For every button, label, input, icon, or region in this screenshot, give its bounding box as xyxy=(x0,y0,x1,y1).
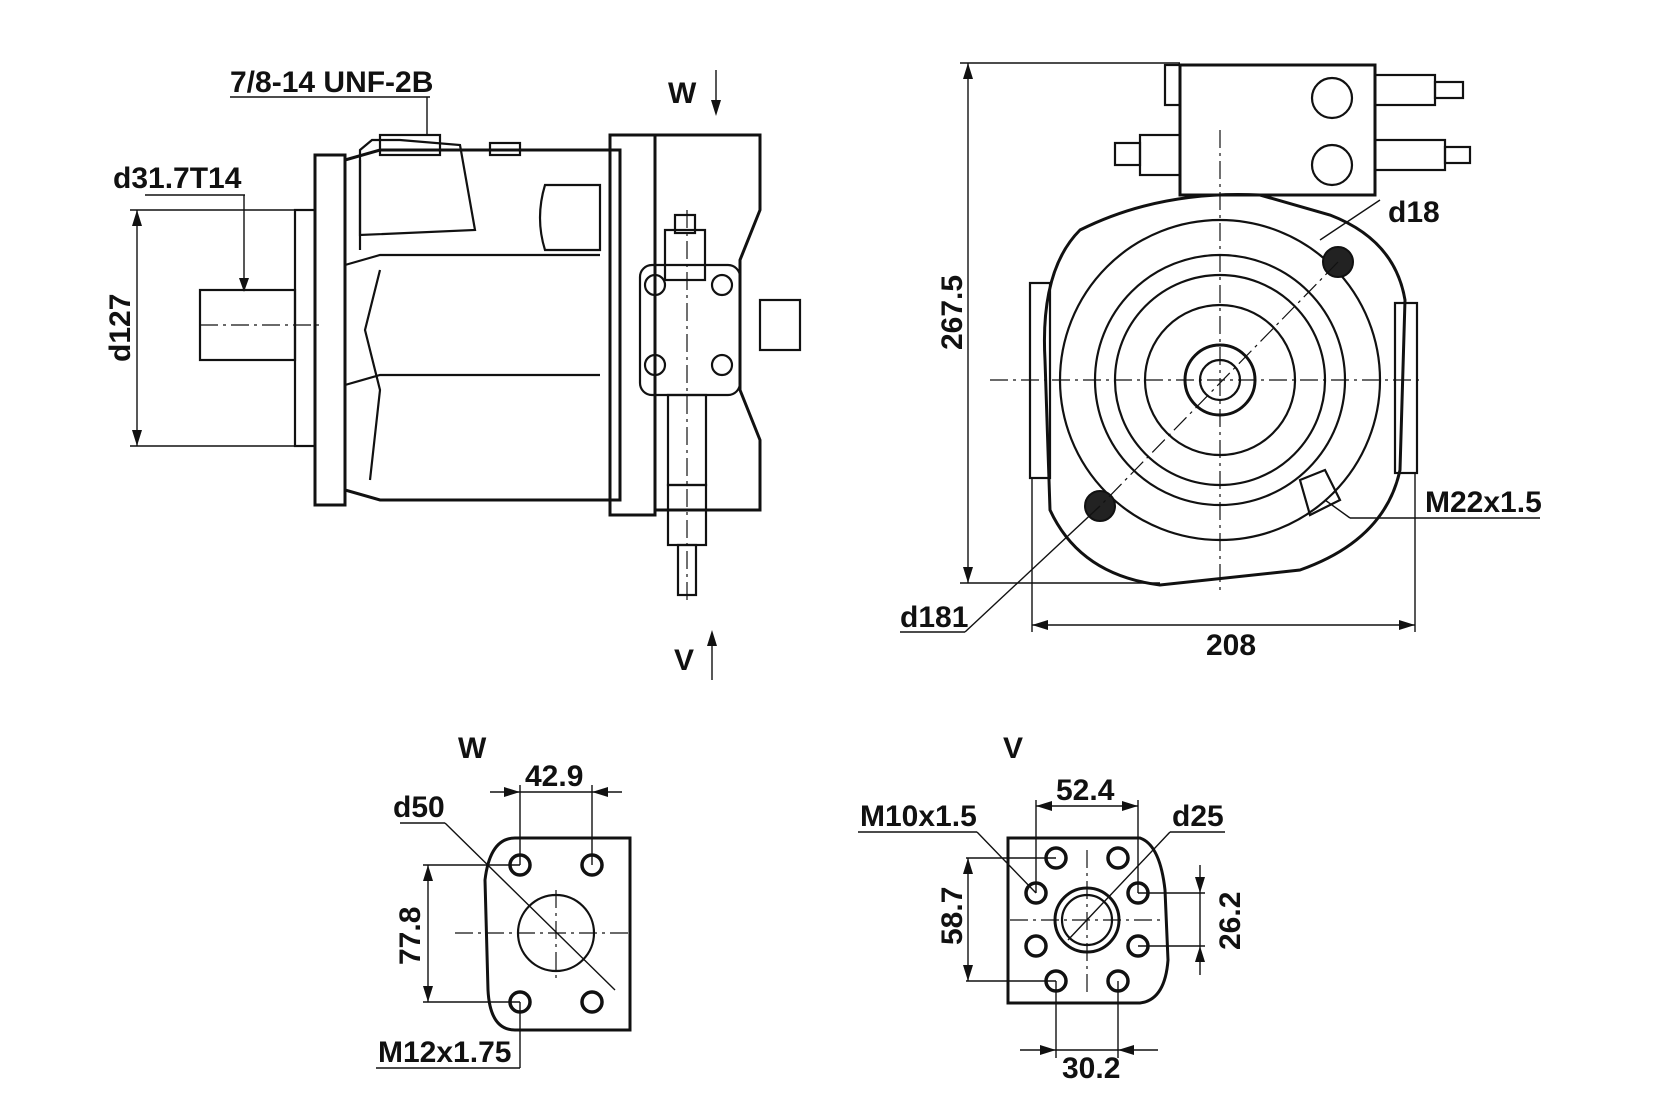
arrowhead xyxy=(423,865,433,881)
thread-label: M12x1.75 xyxy=(378,1036,511,1069)
flange-diameter-label: d127 xyxy=(104,294,137,362)
bolt-hole xyxy=(1106,846,1130,870)
pump-housing xyxy=(343,148,622,502)
hole-spacing-horizontal-label: 42.9 xyxy=(525,760,583,793)
arrowhead xyxy=(1036,801,1052,811)
view-w-detail: W 42.9 d50 77.8 M12x1.75 xyxy=(376,732,632,1069)
valve-bolt xyxy=(710,273,734,297)
housing-side-boss xyxy=(1393,301,1419,475)
bolt-circle-diagonal xyxy=(1099,261,1339,507)
flange-plate xyxy=(1006,836,1170,1005)
leader-line xyxy=(964,505,1101,633)
valve-fitting-nut xyxy=(1113,141,1142,167)
top-port-boss xyxy=(378,133,442,157)
arrowhead xyxy=(1195,877,1205,893)
view-v-detail: V 52.4 M10x1.5 d25 58.7 xyxy=(858,732,1247,1085)
leader-line xyxy=(976,831,1037,894)
hole-dimension-line xyxy=(1319,199,1381,241)
bolt-hole xyxy=(580,990,604,1014)
bolt-circle-label: d181 xyxy=(900,601,968,634)
side-view: 7/8-14 UNF-2B d31.7T14 d127 W V xyxy=(104,66,802,680)
leader-line xyxy=(1067,831,1171,941)
width-label: 208 xyxy=(1206,629,1256,662)
height-label: 267.5 xyxy=(936,275,969,350)
port-diameter-label: d25 xyxy=(1172,800,1224,833)
valve-adjuster xyxy=(1373,138,1447,172)
view-w-marker: W xyxy=(668,77,697,110)
shaft-spline-label: d31.7T14 xyxy=(113,162,242,195)
arrowhead xyxy=(963,858,973,874)
arrowhead xyxy=(1195,946,1205,962)
arrowhead xyxy=(132,430,142,446)
inner-spacing-horizontal-label: 30.2 xyxy=(1062,1052,1120,1085)
bolt-hole xyxy=(1024,934,1048,958)
view-v-arrowhead xyxy=(707,630,717,646)
valve-port xyxy=(1310,143,1354,187)
thread-port-label: 7/8-14 UNF-2B xyxy=(230,66,433,99)
valve-bolt xyxy=(643,273,667,297)
hole-spacing-vertical-label: 77.8 xyxy=(394,907,427,965)
port-diameter-label: d50 xyxy=(393,791,445,824)
pump-housing-outline xyxy=(1042,192,1407,587)
top-port-block xyxy=(358,138,477,237)
arrowhead xyxy=(504,787,520,797)
arrowhead xyxy=(963,63,973,79)
valve-bolt xyxy=(643,353,667,377)
view-v-marker: V xyxy=(674,644,694,677)
view-w-arrowhead xyxy=(711,100,721,116)
arrowhead xyxy=(132,210,142,226)
arrowhead xyxy=(1032,620,1048,630)
view-w-title: W xyxy=(458,732,487,765)
gauge-port-label: M22x1.5 xyxy=(1425,486,1542,519)
top-plug xyxy=(488,141,522,157)
inner-spacing-vertical-label: 26.2 xyxy=(1214,892,1247,950)
front-view: 267.5 208 d18 d181 M22x1.5 xyxy=(900,62,1542,662)
valve-side-plug xyxy=(758,298,802,352)
side-boss xyxy=(538,183,602,252)
valve-nut xyxy=(1443,145,1472,165)
valve-block-ear xyxy=(1163,63,1182,107)
leader-line xyxy=(1324,499,1351,519)
valve-port xyxy=(1310,76,1354,120)
view-v-title: V xyxy=(1003,732,1023,765)
outer-spacing-vertical-label: 58.7 xyxy=(936,887,969,945)
mounting-flange-pilot xyxy=(293,208,317,448)
arrowhead xyxy=(963,567,973,583)
valve-nut-top xyxy=(673,213,697,235)
arrowhead xyxy=(1122,801,1138,811)
arrowhead xyxy=(1399,620,1415,630)
flange-plate xyxy=(483,836,632,1032)
valve-adjuster-top xyxy=(663,228,707,282)
valve-bolt xyxy=(710,353,734,377)
arrowhead xyxy=(423,986,433,1002)
arrowhead xyxy=(1040,1045,1056,1055)
arrowhead xyxy=(1118,1045,1134,1055)
arrowhead xyxy=(239,278,249,292)
arrowhead xyxy=(592,787,608,797)
valve-adjuster xyxy=(1373,73,1437,107)
outer-spacing-horizontal-label: 52.4 xyxy=(1056,774,1115,807)
leader-line xyxy=(444,822,616,991)
arrowhead xyxy=(963,965,973,981)
valve-block xyxy=(1178,63,1377,197)
valve-fitting xyxy=(1138,133,1182,177)
thread-label: M10x1.5 xyxy=(860,800,977,833)
port-plate xyxy=(608,133,657,517)
hole-diameter-label: d18 xyxy=(1388,196,1440,229)
end-cover xyxy=(655,133,762,512)
mounting-flange xyxy=(313,153,347,507)
housing-contour-lines xyxy=(344,253,600,387)
gauge-port-boss xyxy=(1298,468,1342,517)
housing-edge xyxy=(358,160,382,481)
valve-nut xyxy=(1433,80,1465,100)
